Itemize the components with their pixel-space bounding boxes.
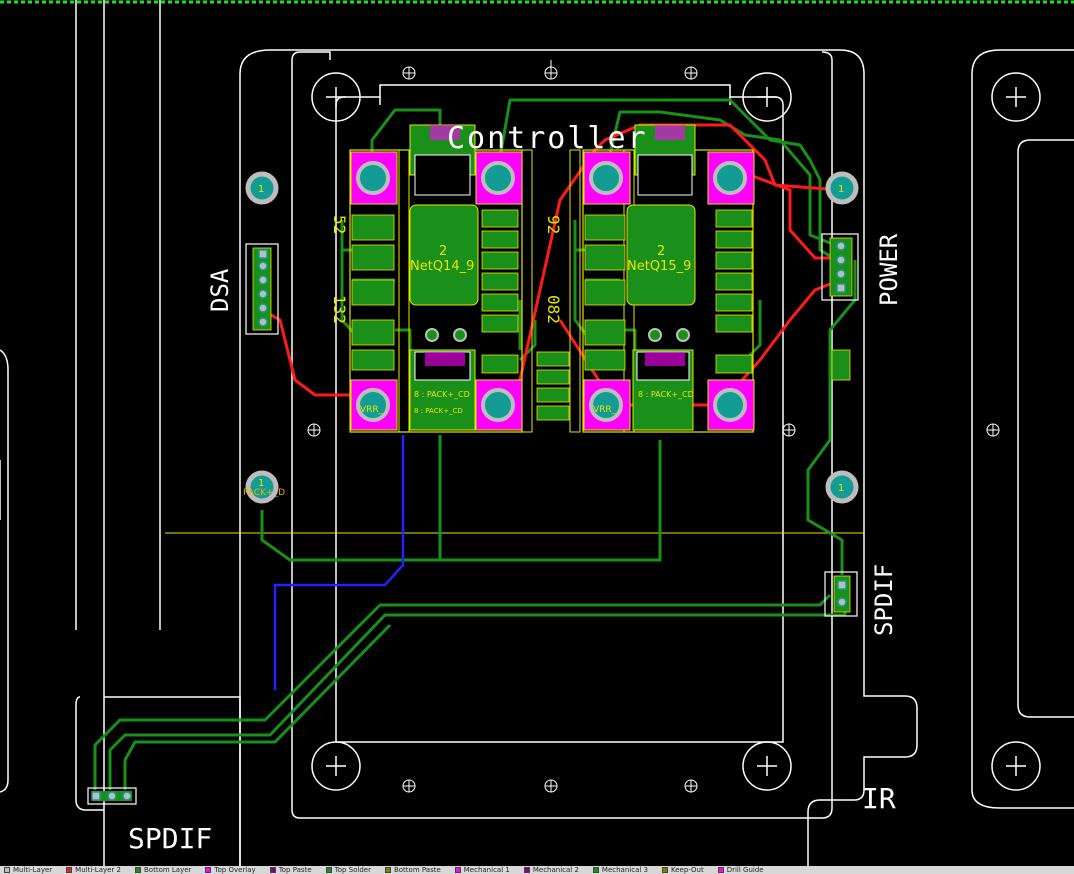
ir-label: IR — [862, 782, 896, 815]
layer-tab[interactable]: Bottom Layer — [131, 866, 191, 874]
left-module-net: NetQ14_9 — [410, 259, 474, 274]
layer-tab[interactable]: Mechanical 2 — [520, 866, 579, 874]
layer-tab-label: Multi-Layer — [13, 866, 53, 874]
layer-color-swatch — [4, 867, 10, 873]
blue-traces — [273, 435, 405, 690]
layer-color-swatch — [135, 867, 141, 873]
layer-tab[interactable]: Bottom Paste — [381, 866, 441, 874]
pack-net-left: 8 : PACK+_CD — [414, 390, 470, 399]
housing-outline-outer — [239, 49, 918, 866]
pad-1-label-d: 1 — [838, 483, 844, 494]
layer-tab-label: Mechanical 1 — [463, 866, 510, 874]
layer-color-swatch — [66, 867, 73, 873]
registration-targets — [307, 60, 1000, 793]
adjacent-module-outline — [971, 49, 1074, 809]
pad-net-label: PACK+_D — [243, 488, 285, 498]
right-module-pin: 2 — [657, 244, 665, 259]
layer-tab[interactable]: Keep-Out — [658, 866, 704, 874]
housing-outline-inner — [291, 51, 833, 819]
layer-tabs-bar[interactable]: Multi-Layer Multi-Layer 2 Bottom Layer Top … — [0, 866, 1074, 874]
pack-net-left-2: 8 : PACK+_CD — [414, 407, 463, 415]
vrr-right: VRR_ — [593, 405, 617, 415]
hole-crosshairs — [326, 87, 1026, 776]
layer-tab-label: Top Paste — [278, 866, 312, 874]
refdes-left-top: 52 — [330, 215, 349, 234]
right-module-net: NetQ15_9 — [627, 259, 691, 274]
spdif-bottom-header — [87, 787, 137, 805]
layer-tab-label: Mechanical 2 — [532, 866, 579, 874]
layer-tab[interactable]: Top Overlay — [201, 866, 256, 874]
layer-color-swatch — [717, 867, 724, 873]
power-label: POWER — [875, 233, 903, 306]
mounting-holes — [311, 72, 1041, 791]
layer-tab-label: Multi-Layer 2 — [75, 866, 121, 874]
layer-tab-label: Bottom Layer — [144, 866, 192, 874]
layer-tab-label: Keep-Out — [671, 866, 704, 874]
layer-color-swatch — [662, 867, 668, 873]
right-controller-module — [569, 124, 755, 433]
layer-tab[interactable]: Top Paste — [266, 866, 312, 874]
layer-tab[interactable]: Drill Guide — [714, 866, 764, 874]
layer-tab[interactable]: Mechanical 3 — [589, 866, 648, 874]
layer-color-swatch — [523, 867, 530, 873]
layer-tab-label: Bottom Paste — [393, 866, 441, 874]
pad-1-label-c: 1 — [838, 184, 844, 195]
middle-passives — [536, 351, 570, 421]
dsa-header — [245, 243, 279, 335]
spdif-bottom-label: SPDIF — [128, 822, 212, 855]
layer-color-swatch — [205, 867, 212, 873]
board-pads — [245, 171, 859, 504]
pad-1-label-b: 1 — [258, 478, 264, 489]
layer-tab-label: Top Overlay — [214, 866, 256, 874]
layer-color-swatch — [384, 867, 391, 873]
left-controller-module — [349, 124, 533, 433]
pack-net-right: 8 : PACK+_CD — [638, 390, 694, 399]
layer-color-swatch — [325, 867, 332, 873]
layer-tab[interactable]: Multi-Layer — [0, 866, 52, 874]
left-outline-lines — [0, 0, 161, 866]
layer-tab-label: Top Solder — [334, 866, 371, 874]
layer-tab[interactable]: Mechanical 1 — [451, 866, 510, 874]
spdif-right-header — [824, 571, 858, 617]
refdes-right-top: 92 — [544, 215, 563, 234]
layer-tab[interactable]: Multi-Layer 2 — [62, 866, 121, 874]
vrr-left: VRR_ — [360, 405, 384, 415]
left-module-pin: 2 — [439, 244, 447, 259]
power-side-component — [831, 349, 851, 381]
layer-color-swatch — [592, 867, 599, 873]
refdes-right-mid: 082 — [544, 295, 563, 324]
spdif-right-label: SPDIF — [870, 564, 898, 636]
layer-color-swatch — [454, 867, 461, 873]
dsa-label: DSA — [206, 268, 234, 312]
refdes-left-mid: 132 — [330, 295, 349, 324]
controller-label: Controller — [447, 121, 648, 156]
layer-tab[interactable]: Top Solder — [322, 866, 371, 874]
layer-color-swatch — [269, 867, 276, 873]
pad-1-label-a: 1 — [258, 184, 264, 195]
layer-tab-label: Drill Guide — [726, 866, 764, 874]
layer-tab-label: Mechanical 3 — [601, 866, 648, 874]
power-header — [821, 233, 859, 301]
